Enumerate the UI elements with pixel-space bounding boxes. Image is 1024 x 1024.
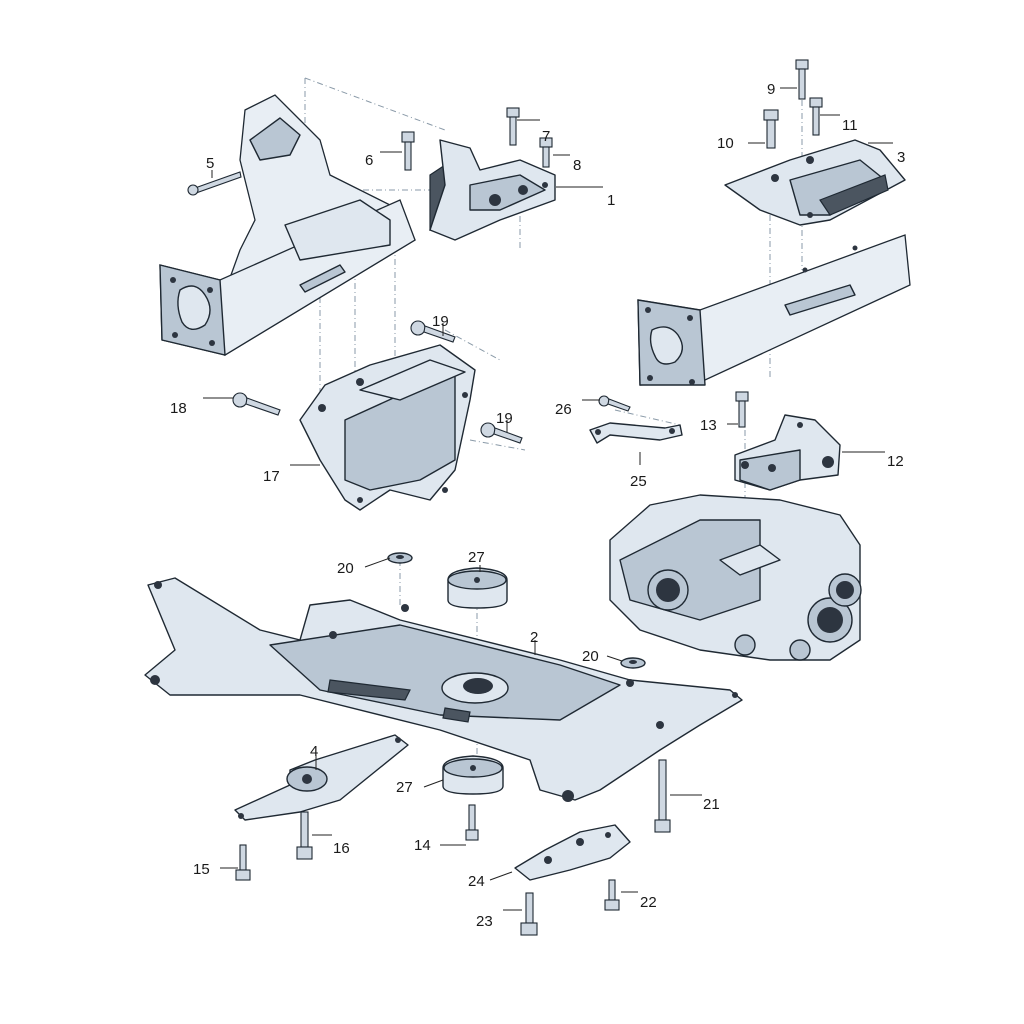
callout-3: 3 — [897, 149, 905, 166]
callout-25: 25 — [630, 473, 647, 490]
bolt-part-21 — [654, 759, 671, 833]
link-part-25 — [589, 422, 683, 444]
rubber-mount-part-27-top — [447, 567, 508, 609]
callout-22: 22 — [640, 894, 657, 911]
callout-4: 4 — [310, 743, 318, 760]
washer-part-20-right — [620, 657, 646, 669]
callout-20-right: 20 — [582, 648, 599, 665]
bolt-part-5 — [187, 171, 242, 196]
bolt-part-9 — [795, 59, 809, 100]
bolt-part-19-upper — [410, 320, 456, 343]
callout-11: 11 — [842, 117, 858, 134]
callout-19-lower: 19 — [496, 410, 513, 427]
callout-20-top: 20 — [337, 560, 354, 577]
callout-labels: 1 2 3 4 5 6 7 8 9 10 11 12 13 14 15 16 1… — [170, 81, 905, 930]
washer-part-20-top — [387, 552, 413, 564]
rubber-mount-part-27-bottom — [442, 755, 504, 795]
left-body-rail — [159, 94, 416, 357]
bolt-part-6 — [401, 131, 415, 171]
gearbox-housing — [609, 494, 862, 661]
bolt-part-16 — [296, 811, 313, 860]
callout-18: 18 — [170, 400, 187, 417]
callout-1: 1 — [607, 192, 615, 209]
bracket-part-24 — [514, 824, 631, 881]
callout-23: 23 — [476, 913, 493, 930]
callout-16: 16 — [333, 840, 350, 857]
gearbox-mount-part-3 — [724, 139, 906, 226]
callout-15: 15 — [193, 861, 210, 878]
bolt-part-23 — [520, 892, 538, 936]
callout-2: 2 — [530, 629, 538, 646]
callout-21: 21 — [703, 796, 720, 813]
torque-support-part-4 — [234, 734, 409, 821]
leader-lines — [203, 87, 893, 911]
callout-14: 14 — [414, 837, 431, 854]
callout-27-top: 27 — [468, 549, 485, 566]
callout-6: 6 — [365, 152, 373, 169]
callout-26: 26 — [555, 401, 572, 418]
callout-7: 7 — [542, 128, 550, 145]
right-body-rail — [637, 234, 911, 386]
callout-10: 10 — [717, 135, 734, 152]
callout-13: 13 — [700, 417, 717, 434]
callout-8: 8 — [573, 157, 581, 174]
callout-17: 17 — [263, 468, 280, 485]
bolt-part-19-lower — [480, 422, 523, 444]
callout-12: 12 — [887, 453, 904, 470]
bolt-part-22 — [604, 879, 620, 911]
bolt-part-26 — [598, 395, 631, 412]
bolt-part-13 — [735, 391, 749, 428]
callout-9: 9 — [767, 81, 775, 98]
callout-24: 24 — [468, 873, 485, 890]
callout-5: 5 — [206, 155, 214, 172]
bolt-part-15 — [235, 844, 251, 881]
bolt-part-14 — [465, 804, 479, 841]
bracket-part-17 — [299, 344, 476, 511]
bolt-part-7 — [506, 107, 520, 146]
bolt-part-8 — [539, 137, 553, 168]
subframe-part-2 — [144, 577, 743, 802]
callout-27-bottom: 27 — [396, 779, 413, 796]
bolt-part-10 — [763, 109, 779, 149]
callout-19-upper: 19 — [432, 313, 449, 330]
bolt-part-18 — [232, 392, 281, 416]
gearbox-carrier-part-12 — [734, 414, 841, 491]
bolt-part-11 — [809, 97, 823, 136]
engine-mount-part-1 — [429, 139, 556, 241]
